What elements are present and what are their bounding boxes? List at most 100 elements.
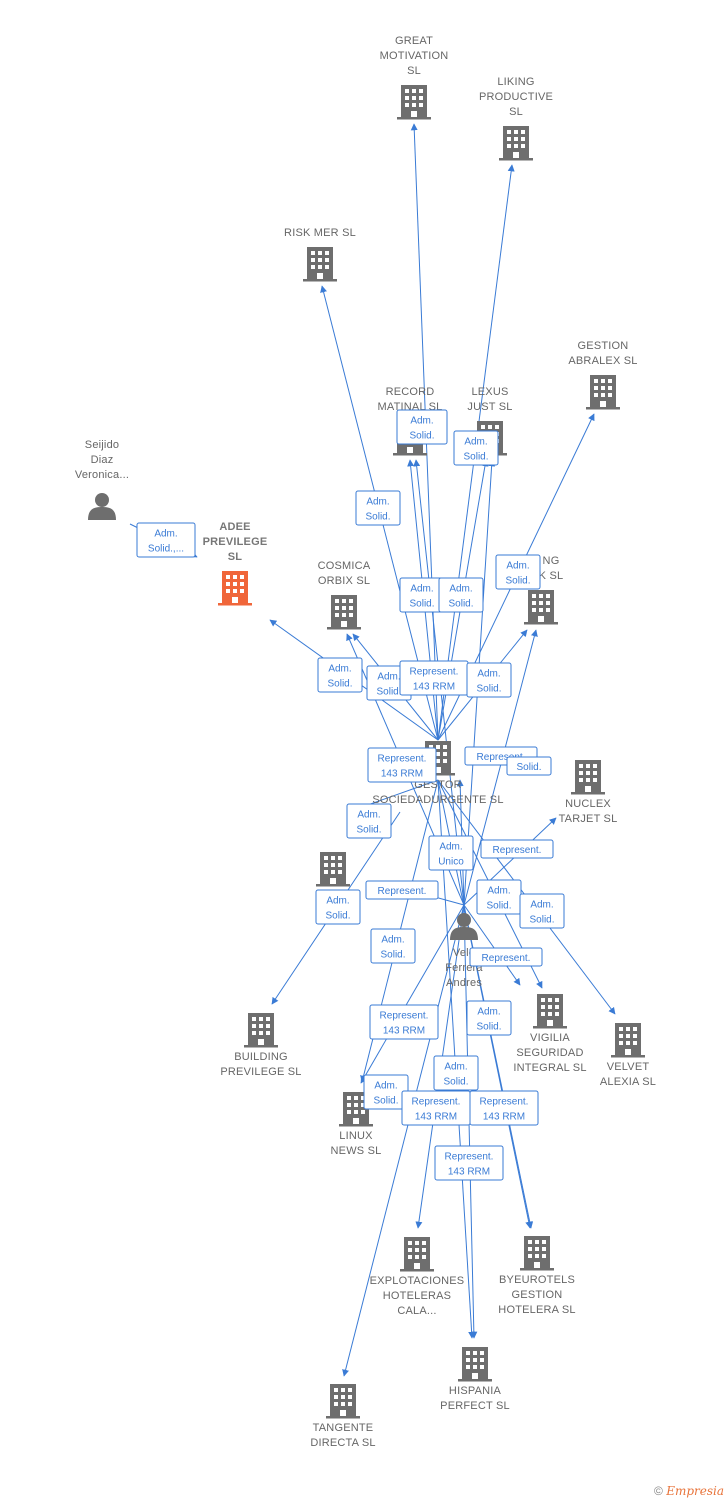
brand-logo-text[interactable]: Empresia [666, 1484, 724, 1498]
node-explot[interactable]: EXPLOTACIONESHOTELERASCALA... [370, 1237, 465, 1317]
node-seijido[interactable]: SeijidoDiazVeronica... [75, 439, 129, 520]
edge-label-text: Unico [438, 857, 464, 868]
building-icon[interactable] [533, 994, 567, 1029]
edge-label-box[interactable] [438, 577, 484, 613]
person-icon[interactable] [88, 493, 116, 520]
edge-label-b26[interactable]: Adm.Solid. [433, 1055, 479, 1091]
edge-label-text: Solid. [443, 1077, 468, 1088]
building-icon[interactable] [244, 1013, 278, 1048]
edge-label-b16[interactable]: Adm.Unico [428, 835, 474, 871]
edge-label-box[interactable] [434, 1145, 504, 1181]
edge-label-box[interactable] [355, 490, 401, 526]
node-label-line: HOTELERAS [383, 1290, 451, 1302]
edge-label-text: Solid. [463, 452, 488, 463]
edge-label-b4[interactable]: Adm.Solid.,... [136, 522, 196, 558]
edge-label-b14[interactable]: Solid. [506, 756, 552, 776]
edge-label-box[interactable] [506, 756, 552, 776]
edge-label-box[interactable] [495, 554, 541, 590]
edge-label-box[interactable] [315, 889, 361, 925]
edge-label-box[interactable] [369, 1004, 439, 1040]
edge-label-b8[interactable]: Adm.Solid. [317, 657, 363, 693]
edge-label-box[interactable] [365, 880, 439, 900]
building-icon[interactable] [326, 1384, 360, 1419]
edge-label-b17[interactable]: Represent. [480, 839, 554, 859]
edge-label-box[interactable] [370, 928, 416, 964]
edge-label-b24[interactable]: Represent. 143 RRM [369, 1004, 439, 1040]
building-icon[interactable] [397, 85, 431, 120]
edge-label-b7[interactable]: Adm.Solid. [495, 554, 541, 590]
building-icon[interactable] [586, 375, 620, 410]
edge-label-box[interactable] [519, 893, 565, 929]
edge-label-b28[interactable]: Represent.143 RRM [401, 1090, 471, 1126]
edge-label-b10[interactable]: Represent.143 RRM [399, 660, 469, 696]
edge-label-box[interactable] [469, 1090, 539, 1126]
edge-label-b29[interactable]: Represent.143 RRM [469, 1090, 539, 1126]
edge-label-box[interactable] [466, 662, 512, 698]
edge-label-b30[interactable]: Represent.143 RRM [434, 1145, 504, 1181]
building-icon[interactable] [327, 595, 361, 630]
edge-label-b2[interactable]: Adm.Solid. [453, 430, 499, 466]
edge-label-box[interactable] [453, 430, 499, 466]
node-risk[interactable]: RISK MER SL [284, 227, 356, 282]
edge-label-b11[interactable]: Adm.Solid. [466, 662, 512, 698]
node-label-line: SL [407, 65, 421, 77]
edge-label-box[interactable] [466, 1000, 512, 1036]
edge-label-b21[interactable]: Adm.Solid. [519, 893, 565, 929]
edge-label-box[interactable] [469, 947, 543, 967]
building-icon[interactable] [303, 247, 337, 282]
edge-label-b22[interactable]: Adm.Solid. [370, 928, 416, 964]
edge-label-text: Represent. [380, 1011, 429, 1022]
building-icon[interactable] [499, 126, 533, 161]
edge-label-b27[interactable]: Adm.Solid. [363, 1074, 409, 1110]
edge-label-box[interactable] [317, 657, 363, 693]
building-icon[interactable] [458, 1347, 492, 1382]
edge-label-box[interactable] [346, 803, 392, 839]
building-icon[interactable] [520, 1236, 554, 1271]
building-icon[interactable] [571, 760, 605, 795]
edge-label-b23[interactable]: Represent. [469, 947, 543, 967]
edge-label-box[interactable] [396, 409, 448, 445]
person-icon[interactable] [450, 913, 478, 940]
node-label-line: NEWS SL [331, 1145, 382, 1157]
edge-label-b12[interactable]: Represent.143 RRM [367, 747, 437, 783]
edge-label-b6[interactable]: Adm.Solid. [438, 577, 484, 613]
building-icon[interactable] [400, 1237, 434, 1272]
edge-label-b19[interactable]: Adm.Solid. [315, 889, 361, 925]
node-ng[interactable]: NGK SL [524, 555, 563, 625]
edge-label-box[interactable] [136, 522, 196, 558]
edge-label-box[interactable] [428, 835, 474, 871]
edge-label-b18[interactable]: Represent. [365, 880, 439, 900]
edge-label-b20[interactable]: Adm.Solid. [476, 879, 522, 915]
edge-label-b15[interactable]: Adm.Solid. [346, 803, 392, 839]
edge-label-b3[interactable]: Adm.Solid. [355, 490, 401, 526]
edge-label-box[interactable] [367, 747, 437, 783]
edge-label-box[interactable] [480, 839, 554, 859]
edge-label-text: Adm. [506, 561, 529, 572]
edge-label-text: Represent. [378, 754, 427, 765]
edge-label-b5[interactable]: Adm.Solid. [399, 577, 445, 613]
edge-label-box[interactable] [433, 1055, 479, 1091]
building-icon[interactable] [524, 590, 558, 625]
building-icon[interactable] [611, 1023, 645, 1058]
edge-label-b25[interactable]: Adm.Solid. [466, 1000, 512, 1036]
node-label-line: COSMICA [318, 560, 371, 572]
edge-label-text: 143 RRM [383, 1026, 425, 1037]
building-icon[interactable] [316, 852, 350, 887]
edge-label-b1[interactable]: Adm.Solid. [396, 409, 448, 445]
building-icon[interactable] [218, 571, 252, 606]
